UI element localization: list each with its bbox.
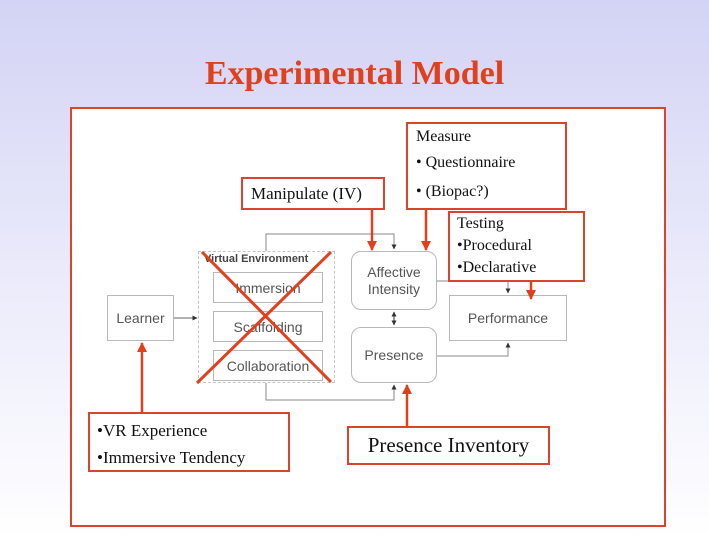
- presence-inventory-box: Presence Inventory: [347, 426, 550, 465]
- connector-presence-performance: [437, 342, 511, 357]
- learner-factor-vr-experience: •VR Experience: [97, 421, 208, 440]
- manipulate-box: Manipulate (IV): [241, 177, 385, 210]
- measure-heading: Measure: [416, 128, 472, 145]
- performance-box: Performance: [449, 295, 567, 341]
- cross-line-2: [195, 250, 333, 385]
- learner-factor-immersive-tendency: •Immersive Tendency: [97, 448, 246, 467]
- connector-ve-presence: [265, 383, 397, 401]
- measure-item-questionnaire: • Questionnaire: [416, 154, 516, 171]
- manipulate-label: Manipulate (IV): [251, 184, 362, 203]
- testing-heading: Testing: [457, 215, 504, 232]
- learner-factors-box: •VR Experience •Immersive Tendency: [88, 412, 290, 472]
- testing-box: Testing •Procedural •Declarative: [448, 211, 585, 282]
- affective-intensity-line-2: Intensity: [367, 280, 421, 297]
- measure-item-biopac: • (Biopac?): [416, 183, 489, 200]
- presence-box: Presence: [351, 327, 437, 383]
- testing-item-declarative: •Declarative: [457, 259, 537, 276]
- affective-intensity-line-1: Affective: [367, 263, 421, 280]
- measure-box: Measure • Questionnaire • (Biopac?): [406, 122, 567, 210]
- testing-item-procedural: •Procedural: [457, 237, 532, 254]
- connector-ve-affective: [265, 233, 397, 251]
- affective-intensity-box: Affective Intensity: [351, 251, 437, 310]
- learner-box: Learner: [107, 295, 174, 341]
- slide-title: Experimental Model: [204, 55, 505, 92]
- virtual-environment-title: Virtual Environment: [204, 253, 309, 265]
